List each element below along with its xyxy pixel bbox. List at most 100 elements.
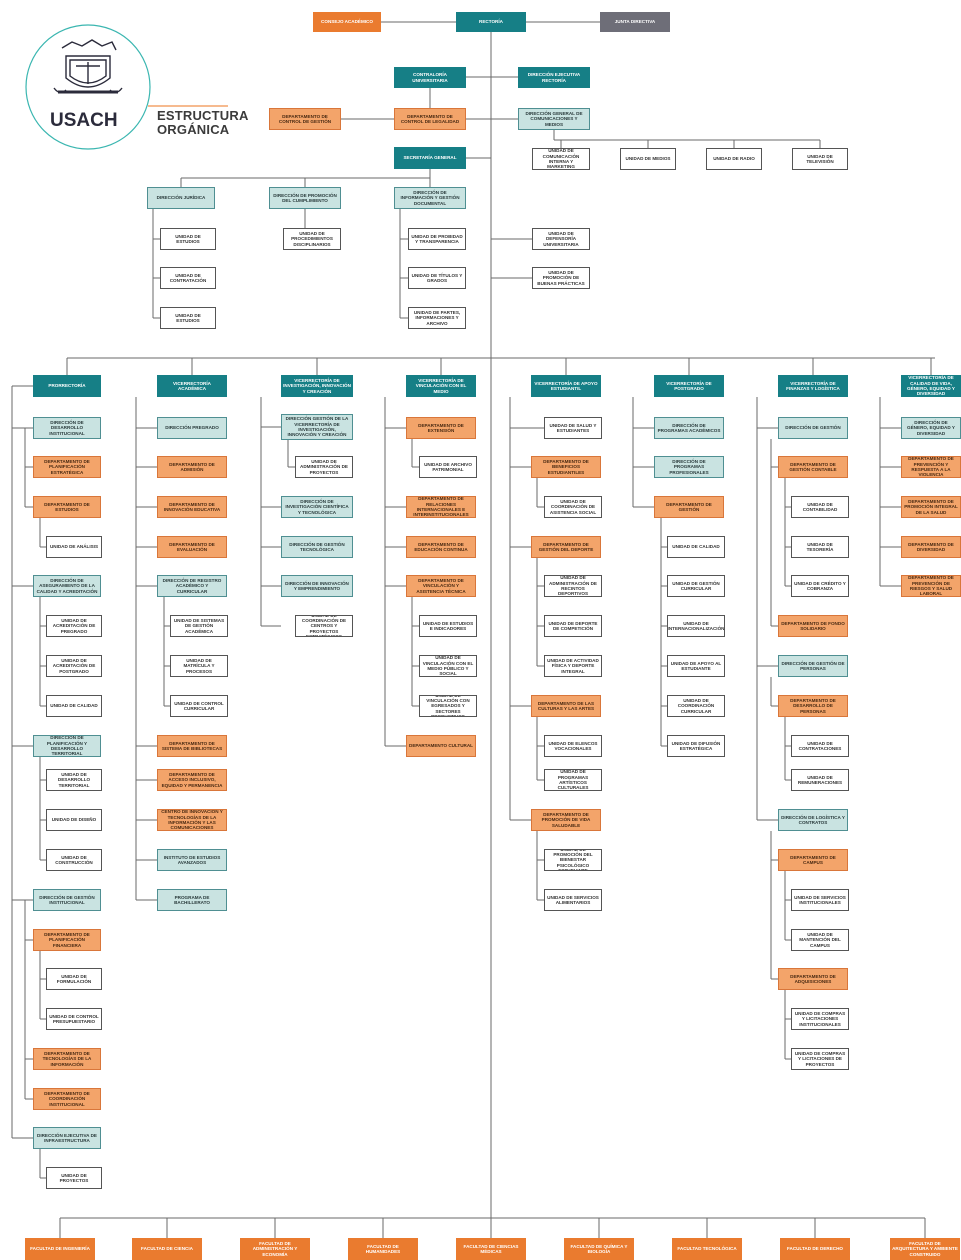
org-box-vp-u-internacional: UNIDAD DE INTERNACIONALIZACIÓN <box>667 615 725 637</box>
org-box-ve-u-competicion: UNIDAD DE DEPORTE DE COMPETICIÓN <box>544 615 602 637</box>
org-box-vf-u-servicios: UNIDAD DE SERVICIOS INSTITUCIONALES <box>791 889 849 911</box>
org-box-secretaria: SECRETARÍA GENERAL <box>394 147 466 169</box>
org-box-ve-deporte: DEPARTAMENTO DE GESTIÓN DEL DEPORTE <box>531 536 601 558</box>
org-box-vc-diversidad: DEPARTAMENTO DE DIVERSIDAD <box>901 536 961 558</box>
org-box-ve-vida: DEPARTAMENTO DE PROMOCIÓN DE VIDA SALUDA… <box>531 809 601 831</box>
org-box-vi-dir-tecnologica: DIRECCIÓN DE GESTIÓN TECNOLÓGICA <box>281 536 353 558</box>
org-box-vr-vinculacion: VICERRECTORÍA DE VINCULACIÓN CON EL MEDI… <box>406 375 476 397</box>
org-box-u-buenas-practicas: UNIDAD DE PROMOCIÓN DE BUENAS PRÁCTICAS <box>532 267 590 289</box>
org-box-vr-calidad-vida: VICERRECTORÍA DE CALIDAD DE VIDA, GÉNERO… <box>901 375 961 397</box>
org-box-va-evaluacion: DEPARTAMENTO DE EVALUACIÓN <box>157 536 227 558</box>
org-box-vp-profesionales: DIRECCIÓN DE PROGRAMAS PROFESIONALES <box>654 456 724 478</box>
org-box-u-medios: UNIDAD DE MEDIOS <box>620 148 676 170</box>
org-box-dir-cumplimiento: DIRECCIÓN DE PROMOCIÓN DEL CUMPLIMIENTO <box>269 187 341 209</box>
org-box-pr-u-proyectos: UNIDAD DE PROYECTOS <box>46 1167 102 1189</box>
org-box-vr-postgrado: VICERRECTORÍA DE POSTGRADO <box>654 375 724 397</box>
connector-lines <box>11 21 935 1238</box>
org-box-vr-finanzas: VICERRECTORÍA DE FINANZAS Y LOGÍSTICA <box>778 375 848 397</box>
org-box-fac-ingenieria: FACULTAD DE INGENIERÍA <box>25 1238 95 1260</box>
org-box-pr-estudios-depto: DEPARTAMENTO DE ESTUDIOS <box>33 496 101 518</box>
title-line-2: ORGÁNICA <box>157 121 230 137</box>
org-box-vf-u-credito: UNIDAD DE CRÉDITO Y COBRANZA <box>791 575 849 597</box>
org-box-u-sumarios: UNIDAD DE ESTUDIOS <box>160 307 216 329</box>
org-box-pr-depto-financiera: DEPARTAMENTO DE PLANIFICACIÓN FINANCIERA <box>33 929 101 951</box>
org-box-vf-u-compras: UNIDAD DE COMPRAS Y LICITACIONES INSTITU… <box>791 1008 849 1030</box>
org-box-vv-u-estudios: UNIDAD DE ESTUDIOS E INDICADORES <box>419 615 477 637</box>
org-box-pr-dir-infra: DIRECCIÓN EJECUTIVA DE INFRAESTRUCTURA <box>33 1127 101 1149</box>
org-box-vc-salud: DEPARTAMENTO DE PROMOCIÓN INTEGRAL DE LA… <box>901 496 961 518</box>
org-box-vc-violencia: DEPARTAMENTO DE PREVENCIÓN Y RESPUESTA A… <box>901 456 961 478</box>
org-box-u-titulos: UNIDAD DE TÍTULOS Y GRADOS <box>408 267 466 289</box>
org-box-vr-apoyo: VICERRECTORÍA DE APOYO ESTUDIANTIL <box>531 375 601 397</box>
org-box-u-com-interna: UNIDAD DE COMUNICACIÓN INTERNA Y MARKETI… <box>532 148 590 170</box>
org-box-vf-desarrollo: DEPARTAMENTO DE DESARROLLO DE PERSONAS <box>778 695 848 717</box>
org-box-u-contratacion: UNIDAD DE CONTRATACIÓN <box>160 267 216 289</box>
title-line-1: ESTRUCTURA <box>157 108 249 123</box>
org-box-pr-estudios: DIRECCIÓN DE DESARROLLO INSTITUCIONAL <box>33 417 101 439</box>
org-box-va-registro: DIRECCIÓN DE REGISTRO ACADÉMICO Y CURRIC… <box>157 575 227 597</box>
org-box-pr-u-formulacion: UNIDAD DE FORMULACIÓN <box>46 968 102 990</box>
org-box-fac-derecho: FACULTAD DE DERECHO <box>780 1238 850 1260</box>
org-box-va-u-sistemas: UNIDAD DE SISTEMAS DE GESTIÓN ACADÉMICA <box>170 615 228 637</box>
org-box-u-procedimientos: UNIDAD DE PROCEDIMIENTOS DISCIPLINARIOS <box>283 228 341 250</box>
org-box-pr-u-acred-pregrado: UNIDAD DE ACREDITACIÓN DE PREGRADO <box>46 615 102 637</box>
org-box-vf-u-contabilidad: UNIDAD DE CONTABILIDAD <box>791 496 849 518</box>
org-box-va-admision: DEPARTAMENTO DE ADMISIÓN <box>157 456 227 478</box>
org-box-prorrectoria: PRORRECTORÍA <box>33 375 101 397</box>
page-title: ESTRUCTURA ORGÁNICA <box>157 109 249 136</box>
org-box-vf-u-compras-proy: UNIDAD DE COMPRAS Y LICITACIONES DE PROY… <box>791 1048 849 1070</box>
org-box-vf-u-tesoreria: UNIDAD DE TESORERÍA <box>791 536 849 558</box>
org-box-vf-solidario: DEPARTAMENTO DE FONDO SOLIDARIO <box>778 615 848 637</box>
org-box-contraloria: CONTRALORÍA UNIVERSITARIA <box>394 67 466 88</box>
org-box-fac-ciencias: FACULTAD DE CIENCIA <box>132 1238 202 1260</box>
org-box-vi-dir-gestion: DIRECCIÓN GESTIÓN DE LA VICERRECTORÍA DE… <box>281 414 353 440</box>
org-box-vc-seguridad: DEPARTAMENTO DE PREVENCIÓN DE RIESGOS Y … <box>901 575 961 597</box>
org-box-vv-extension: DEPARTAMENTO DE EXTENSIÓN <box>406 417 476 439</box>
org-box-pr-depto-ti: DEPARTAMENTO DE TECNOLOGÍAS DE LA INFORM… <box>33 1048 101 1070</box>
org-box-ve-u-recintos: UNIDAD DE ADMINISTRACIÓN DE RECINTOS DEP… <box>544 575 602 597</box>
org-box-u-estudios-j: UNIDAD DE ESTUDIOS <box>160 228 216 250</box>
org-box-vf-u-mantencion: UNIDAD DE MANTENCIÓN DEL CAMPUS <box>791 929 849 951</box>
org-box-fac-humanidades: FACULTAD DE HUMANIDADES <box>348 1238 418 1260</box>
org-box-vi-u-admin: UNIDAD DE ADMINISTRACIÓN DE PROYECTOS <box>295 456 353 478</box>
org-box-vp-u-apoyo: UNIDAD DE APOYO AL ESTUDIANTE <box>667 655 725 677</box>
org-box-pr-depto-coordinacion: DEPARTAMENTO DE COORDINACIÓN INSTITUCION… <box>33 1088 101 1110</box>
org-box-pr-u-acred-postgrado: UNIDAD DE ACREDITACIÓN DE POSTGRADO <box>46 655 102 677</box>
org-box-pr-u-calidad: UNIDAD DE CALIDAD <box>46 695 102 717</box>
org-box-vv-vinculacion: DEPARTAMENTO DE VINCULACIÓN Y ASISTENCIA… <box>406 575 476 597</box>
org-box-pr-planificacion-est: DEPARTAMENTO DE PLANIFICACIÓN ESTRATÉGIC… <box>33 456 101 478</box>
org-box-va-bachillerato: PROGRAMA DE BACHILLERATO <box>157 889 227 911</box>
org-box-va-bibliotecas: DEPARTAMENTO DE SISTEMA DE BIBLIOTECAS <box>157 735 227 757</box>
coat-of-arms-icon <box>53 39 123 94</box>
org-box-u-defensoria: UNIDAD DE DEFENSORÍA UNIVERSITARIA <box>532 228 590 250</box>
org-box-vr-investigacion: VICERRECTORÍA DE INVESTIGACIÓN, INNOVACI… <box>281 375 353 397</box>
org-box-u-television: UNIDAD DE TELEVISIÓN <box>792 148 848 170</box>
org-box-vi-dir-cientifica: DIRECCIÓN DE INVESTIGACIÓN CIENTÍFICA Y … <box>281 496 353 518</box>
org-box-pr-u-construccion: UNIDAD DE CONSTRUCCIÓN <box>46 849 102 871</box>
org-box-ve-u-actividad: UNIDAD DE ACTIVIDAD FÍSICA Y DEPORTE INT… <box>544 655 602 677</box>
org-box-fac-arquitectura: FACULTAD DE ARQUITECTURA Y AMBIENTE CONS… <box>890 1238 960 1260</box>
org-box-vf-dir-gestion: DIRECCIÓN DE GESTIÓN <box>778 417 848 439</box>
org-box-va-instituto: INSTITUTO DE ESTUDIOS AVANZADOS <box>157 849 227 871</box>
org-box-vp-u-calidad: UNIDAD DE CALIDAD <box>667 536 725 558</box>
org-box-ve-u-salud: UNIDAD DE SALUD Y ESTUDIANTES <box>544 417 602 439</box>
org-box-vf-adquisiciones: DEPARTAMENTO DE ADQUISICIONES <box>778 968 848 990</box>
org-box-fac-administracion: FACULTAD DE ADMINISTRACIÓN Y ECONOMÍA <box>240 1238 310 1260</box>
org-box-va-pregrado: DIRECCIÓN PREGRADO <box>157 417 227 439</box>
org-box-vf-dir-personas: DIRECCIÓN DE GESTIÓN DE PERSONAS <box>778 655 848 677</box>
org-box-ve-u-alimentarios: UNIDAD DE SERVICIOS ALIMENTARIOS <box>544 889 602 911</box>
org-box-ve-u-asistencia: UNIDAD DE COORDINACIÓN DE ASISTENCIA SOC… <box>544 496 602 518</box>
org-box-vf-dir-logistica: DIRECCIÓN DE LOGÍSTICA Y CONTRATOS <box>778 809 848 831</box>
org-box-vv-continua: DEPARTAMENTO DE EDUCACIÓN CONTINUA <box>406 536 476 558</box>
org-box-junta-directiva: JUNTA DIRECTIVA <box>600 12 670 32</box>
org-box-vr-academica: VICERRECTORÍA ACADÉMICA <box>157 375 227 397</box>
org-box-vv-u-egresados: UNIDAD DE VINCULACIÓN CON EGRESADOS Y SE… <box>419 695 477 717</box>
org-box-vf-u-remuneraciones: UNIDAD DE REMUNERACIONES <box>791 769 849 791</box>
org-box-vf-campus: DEPARTAMENTO DE CAMPUS <box>778 849 848 871</box>
university-name: USACH <box>50 110 118 131</box>
org-box-ve-beneficios: DEPARTAMENTO DE BENEFICIOS ESTUDIANTILES <box>531 456 601 478</box>
org-box-gabinete: DIRECCIÓN EJECUTIVA RECTORÍA <box>518 67 590 88</box>
org-box-vp-academicos: DIRECCIÓN DE PROGRAMAS ACADÉMICOS <box>654 417 724 439</box>
org-box-vi-u-centros: UNIDAD DE COORDINACIÓN DE CENTROS Y PROY… <box>295 615 353 637</box>
